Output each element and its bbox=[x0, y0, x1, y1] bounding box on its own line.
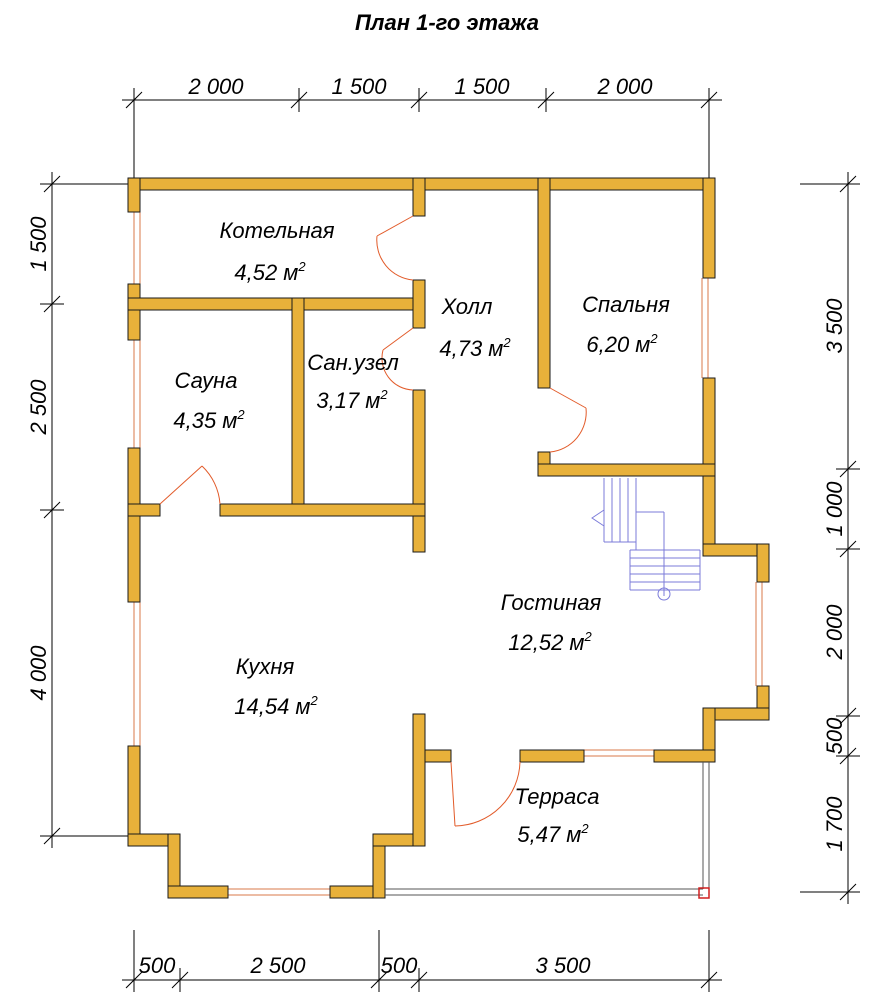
room-area: 4,73 м2 bbox=[439, 335, 511, 361]
room-sauna: Сауна 4,35 м2 bbox=[173, 368, 245, 433]
room-name: Холл bbox=[441, 294, 493, 319]
room-area: 4,35 м2 bbox=[173, 407, 245, 433]
dim-right-5: 1 700 bbox=[822, 796, 847, 852]
dimension-lines bbox=[40, 88, 860, 992]
doors bbox=[159, 215, 587, 827]
room-kukhnya: Кухня 14,54 м2 bbox=[234, 654, 318, 719]
room-area: 12,52 м2 bbox=[508, 629, 592, 655]
room-kotelnaya: Котельная 4,52 м2 bbox=[219, 218, 334, 285]
walls bbox=[127, 177, 770, 899]
dim-right-1: 3 500 bbox=[822, 298, 847, 354]
room-name: Сан.узел bbox=[307, 350, 398, 375]
room-area: 5,47 м2 bbox=[517, 821, 589, 847]
dim-right-3: 2 000 bbox=[822, 604, 847, 661]
room-area: 4,52 м2 bbox=[234, 259, 306, 285]
room-name: Гостиная bbox=[501, 590, 602, 615]
dim-top-3: 1 500 bbox=[454, 74, 510, 99]
terrace-post bbox=[698, 887, 710, 899]
dim-bottom-1: 500 bbox=[139, 953, 176, 978]
dim-bottom-2: 2 500 bbox=[249, 953, 306, 978]
dim-left-2: 2 500 bbox=[26, 379, 51, 436]
dim-top-2: 1 500 bbox=[331, 74, 387, 99]
room-name: Сауна bbox=[175, 368, 238, 393]
room-spalnya: Спальня 6,20 м2 bbox=[582, 292, 670, 357]
stairs bbox=[591, 478, 701, 601]
room-name: Терраса bbox=[515, 784, 600, 809]
room-area: 6,20 м2 bbox=[586, 331, 658, 357]
plan-title: План 1-го этажа bbox=[355, 10, 539, 35]
dim-top-4: 2 000 bbox=[596, 74, 653, 99]
dim-left-1: 1 500 bbox=[26, 216, 51, 272]
dim-top-1: 2 000 bbox=[187, 74, 244, 99]
room-holl: Холл 4,73 м2 bbox=[439, 294, 511, 361]
terrace-outline bbox=[385, 762, 710, 896]
room-area: 14,54 м2 bbox=[234, 693, 318, 719]
room-name: Котельная bbox=[219, 218, 334, 243]
dim-bottom-4: 3 500 bbox=[535, 953, 591, 978]
room-sanuzel: Сан.узел 3,17 м2 bbox=[307, 350, 398, 413]
dim-bottom-3: 500 bbox=[381, 953, 418, 978]
dim-left-3: 4 000 bbox=[26, 645, 51, 701]
dim-right-4: 500 bbox=[822, 717, 847, 754]
dim-right-2: 1 000 bbox=[822, 481, 847, 537]
room-area: 3,17 м2 bbox=[316, 387, 388, 413]
room-name: Спальня bbox=[582, 292, 670, 317]
windows bbox=[133, 212, 763, 896]
room-name: Кухня bbox=[236, 654, 295, 679]
room-gostinaya: Гостиная 12,52 м2 bbox=[501, 590, 602, 655]
room-terrasa: Терраса 5,47 м2 bbox=[515, 784, 600, 847]
